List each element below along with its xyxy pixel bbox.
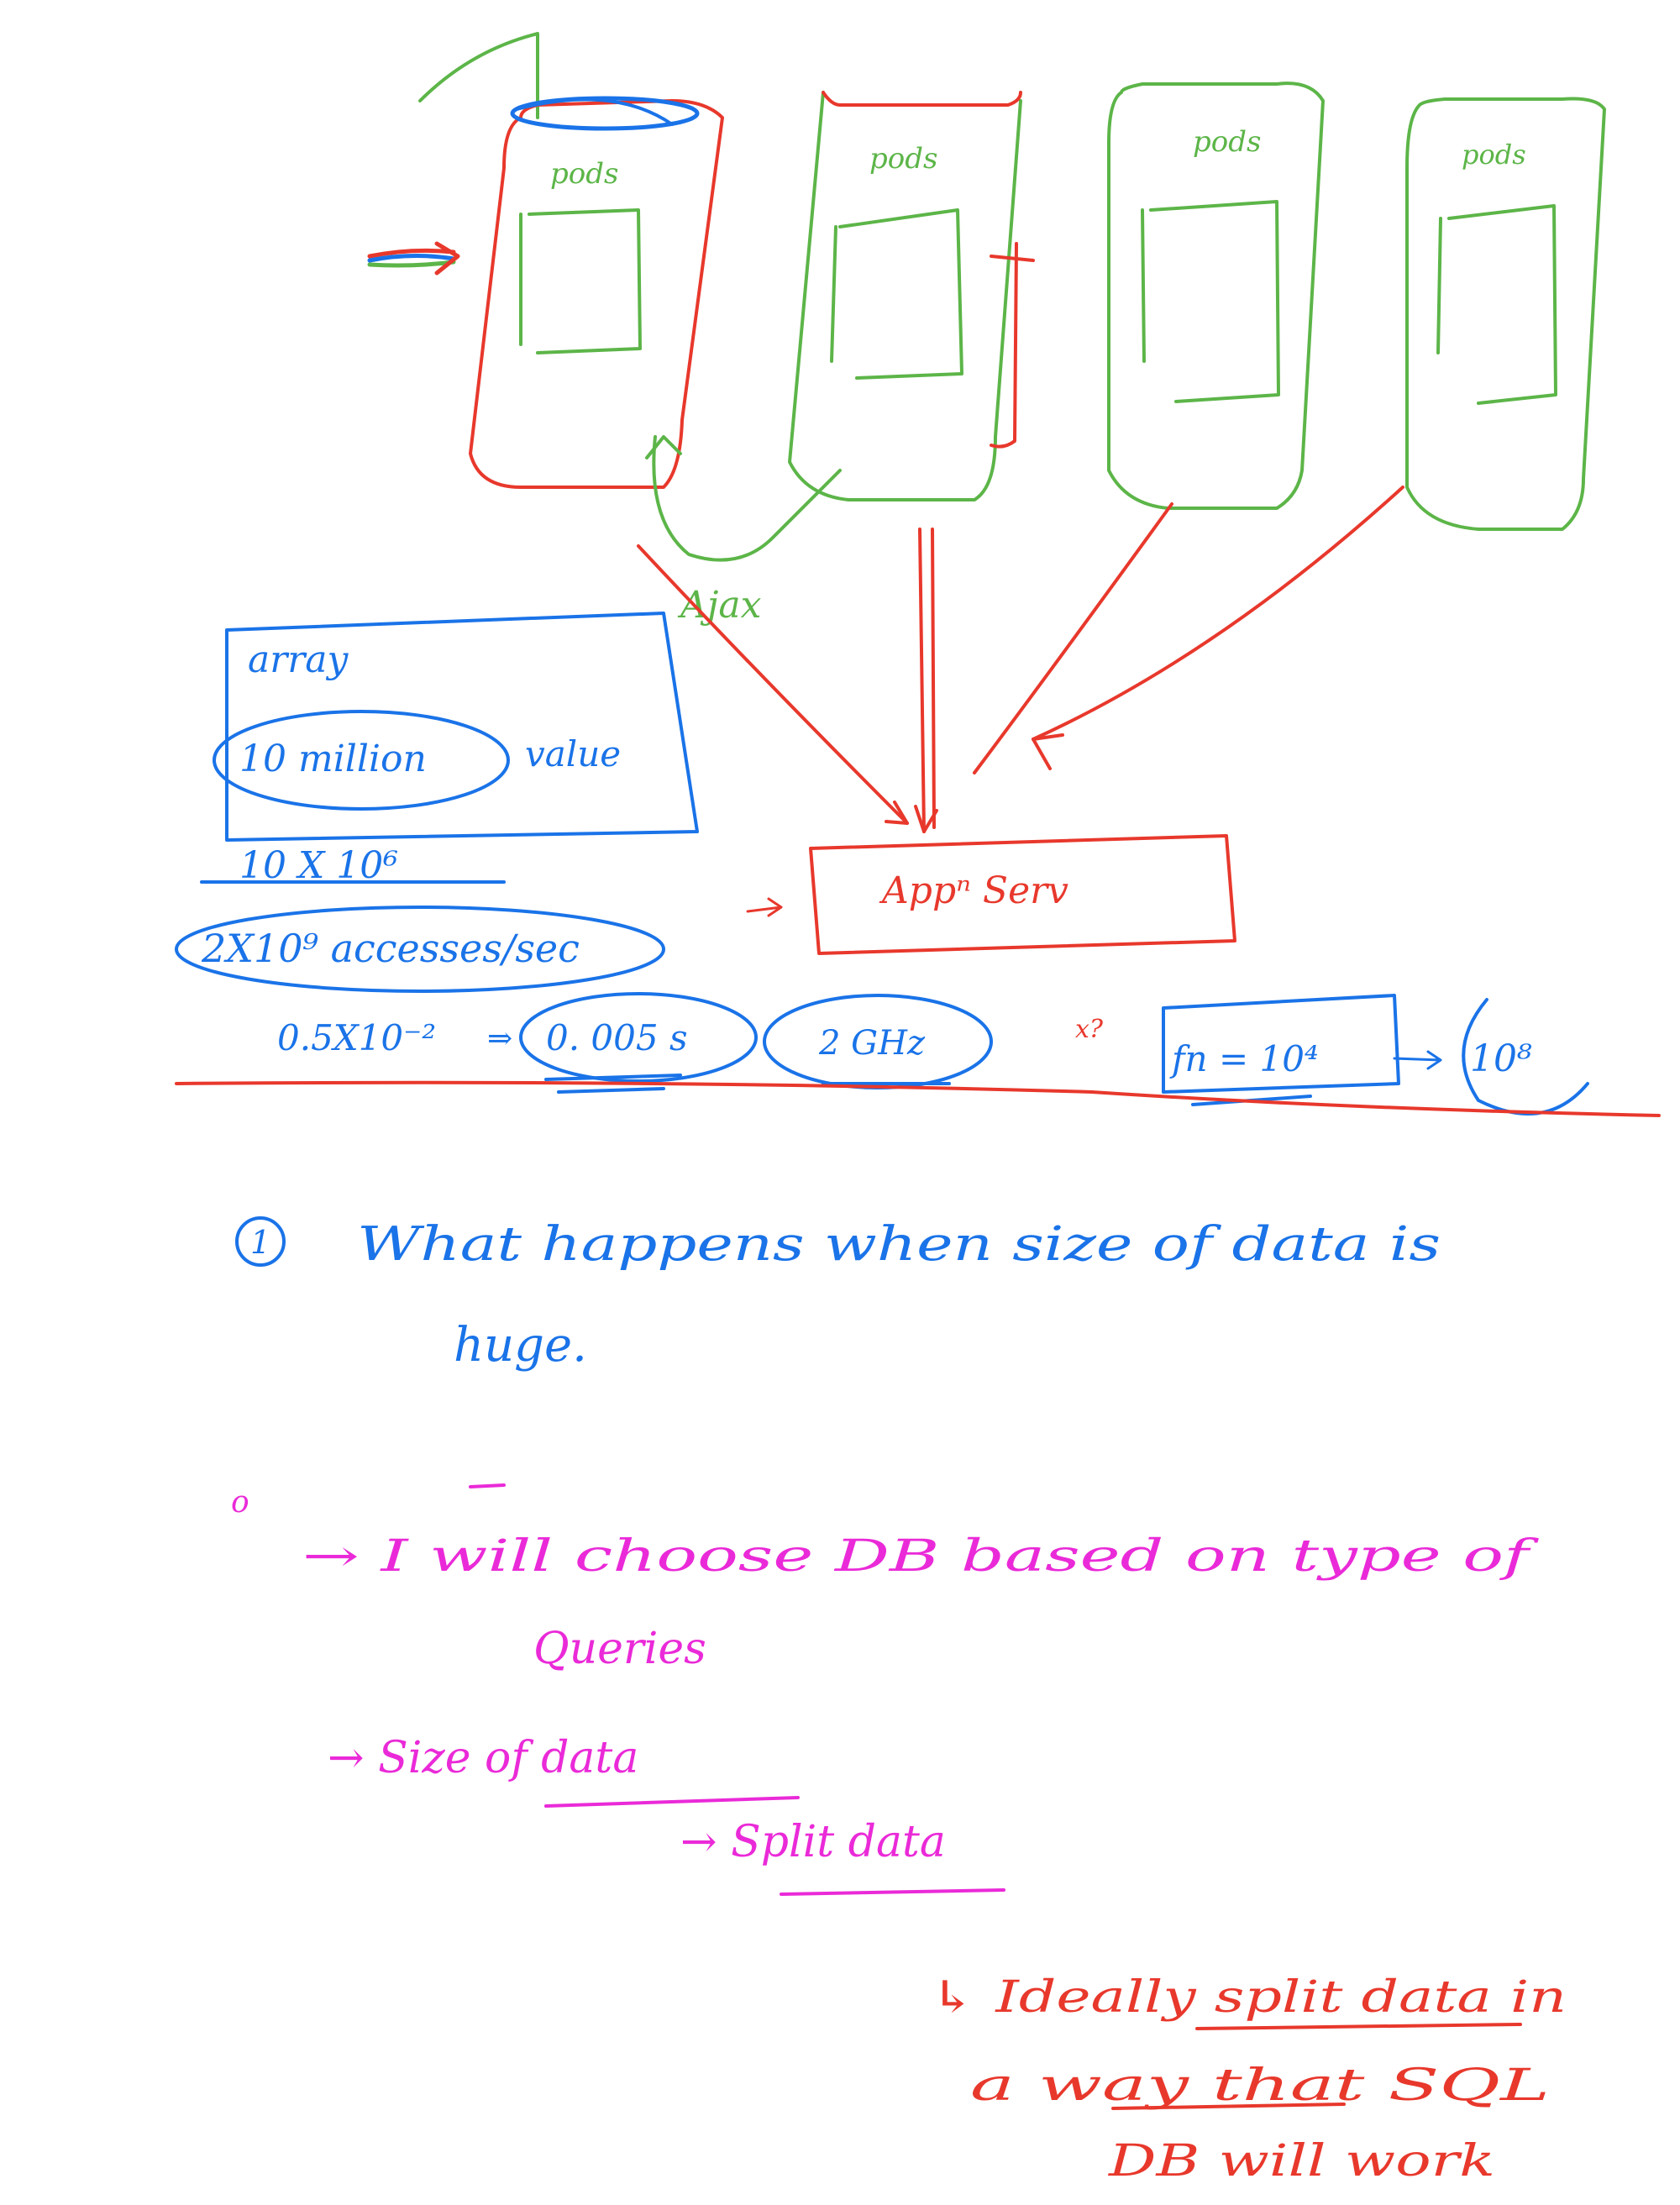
app-server-box: Appⁿ Serv <box>746 834 1236 955</box>
point-1-line2: Queries <box>533 1624 706 1674</box>
point-3: → Split data <box>680 1817 946 1867</box>
q1-number: 1 <box>250 1224 270 1261</box>
point-1-line1: → I will choose DB based on type of <box>302 1531 1539 1582</box>
green-scribble <box>418 32 539 119</box>
pod-2-label: pods <box>869 142 937 176</box>
calc-result: 0. 005 s <box>546 1017 688 1058</box>
calc-arrow: ⇒ <box>487 1021 512 1056</box>
pod-1-label: pods <box>550 157 618 191</box>
q1-line2: huge. <box>454 1318 587 1373</box>
calc-final: 10⁸ <box>1470 1037 1532 1080</box>
point-4-line1: ↳ Ideally split data in <box>928 1972 1567 2023</box>
pod-3: pods <box>1107 81 1325 510</box>
point-4-line2: a way that SQL <box>970 2061 1550 2111</box>
pod-4-label: pods <box>1462 139 1526 171</box>
request-arrows <box>637 486 1404 833</box>
calc-fn: fn = 10⁴ <box>1169 1038 1319 1079</box>
array-title: array <box>248 638 349 681</box>
ajax-label: Ajax <box>677 584 762 627</box>
q1-circle <box>235 1216 286 1267</box>
q1-line1: What happens when size of data is <box>357 1217 1441 1272</box>
array-box: array 10 million value <box>213 612 699 842</box>
calc-mult: x? <box>1075 1015 1104 1044</box>
point-2: → Size of data <box>328 1733 638 1783</box>
calc-line2: 2X10⁹ accesses/sec <box>201 926 580 971</box>
pod-4: pods <box>1405 97 1606 531</box>
array-content: 10 million <box>239 738 427 780</box>
pod-2: pods <box>788 91 1035 501</box>
calc-freq: 2 GHz <box>818 1024 926 1063</box>
point-4-line3: DB will work <box>1108 2136 1495 2187</box>
calc-line3: 0.5X10⁻² <box>277 1017 436 1058</box>
pod-1: pods <box>469 96 724 489</box>
calc-line1: 10 X 10⁶ <box>239 844 398 887</box>
ajax-link-curve <box>652 435 842 562</box>
app-server-label: Appⁿ Serv <box>879 869 1068 912</box>
bullet-mark: o <box>231 1485 249 1520</box>
incoming-arrows <box>367 241 460 276</box>
array-suffix: value <box>525 733 621 774</box>
dash-mark <box>469 1483 506 1488</box>
pod-3-label: pods <box>1193 125 1261 159</box>
section-divider <box>175 1080 1661 1117</box>
